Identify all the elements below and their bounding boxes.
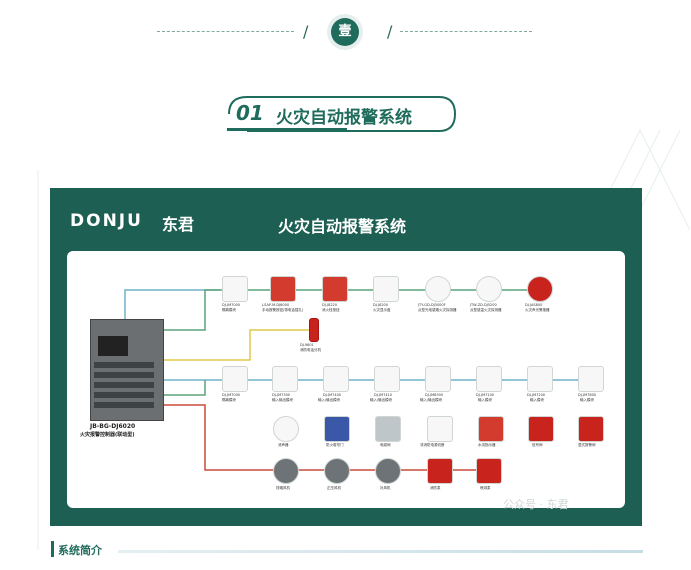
module-device [222,366,248,392]
row1-code: DJ-JAS800 [525,303,543,307]
water-flow-indicator-device [478,416,504,442]
row1-code: J-SAP-M-DJ6000 [262,303,290,307]
row3-label: 信号阀 [532,443,543,447]
row1-name: 火灾显示盘 [373,308,391,312]
row1-name: 点型感温火灾探测器 [470,308,502,312]
row1-code: DJ-J8200 [373,303,388,307]
brand-logo: DONJU [70,211,143,231]
isolation-module-device [222,276,248,302]
solenoid-valve-device [375,416,401,442]
row4-label: 喷淋泵 [480,486,491,490]
row3-label: 湿式报警阀 [578,443,596,447]
module-device [425,366,451,392]
row3-label: 非消防电源切断 [420,443,445,447]
smoke-detector-device [425,276,451,302]
row1-name: 消火栓按钮 [322,308,340,312]
sprinkler-pump-device [476,458,502,484]
row2-name: 隔离模块 [222,398,236,402]
left-decoration [37,170,39,550]
header-slash-right: / [387,22,393,41]
row2-name: 输入模块 [478,398,492,402]
row2-name: 输入输出模块 [272,398,293,402]
footer-accent [51,541,54,557]
row2-name: 输入/输出模块 [318,398,341,402]
makeup-fan-device [375,458,401,484]
row3-label: 防火卷帘门 [326,443,344,447]
row1-code: JTW-ZD-DJ5200 [470,303,497,307]
row2-code: DJ-JM7400 [323,393,342,397]
header-dash-left [157,31,294,32]
row4-label: 正压风机 [327,486,341,490]
fire-pump-device [427,458,453,484]
smoke-exhaust-fan-device [273,458,299,484]
row4-label: 排烟风机 [276,486,290,490]
module-device [374,366,400,392]
row2-code: DJ-JM8300 [425,393,444,397]
row1-name: 手动报警按钮(带电话插孔) [262,308,304,312]
row3-label: 电磁阀 [380,443,391,447]
row1-code: DJ-JM7000 [222,303,241,307]
row4-label: 补风机 [380,486,391,490]
module-device [272,366,298,392]
shutter-door-device [324,416,350,442]
row2-name: 输入模块 [580,398,594,402]
phone-name: 消防电话分机 [300,348,321,352]
footer-divider [118,550,643,553]
power-cutoff-device [427,416,453,442]
footer-title: 系统简介 [58,544,102,557]
module-device [578,366,604,392]
controller-name: 火灾报警控制器(联动型) [80,432,135,438]
sound-light-alarm-device [527,276,553,302]
controller-screen [98,336,128,356]
manual-alarm-button-device [270,276,296,302]
row2-code: DJ-JM7100 [476,393,495,397]
row1-name: 隔离模块 [222,308,236,312]
hydrant-button-device [322,276,348,302]
header-slash-left: / [303,22,309,41]
heat-detector-device [476,276,502,302]
header-badge: 壹 [331,18,359,46]
signal-valve-device [528,416,554,442]
phone-code: DJ-9801 [300,343,314,347]
row2-name: 输入模块 [530,398,544,402]
section-title: 火灾自动报警系统 [276,108,412,128]
fire-phone-device [309,318,319,342]
row3-label: 消声器 [278,443,289,447]
pressure-fan-device [324,458,350,484]
fire-display-panel-device [373,276,399,302]
brand-logo-cn: 东君 [162,215,195,234]
module-device [527,366,553,392]
header-dash-right [400,31,532,32]
row2-name: 输入/输出模块 [370,398,393,402]
module-device [323,366,349,392]
row3-label: 水流指示器 [478,443,496,447]
row2-code: DJ-JM7800 [578,393,597,397]
row2-code: DJ-JM7200 [527,393,546,397]
row2-code: DJ-JM7410 [374,393,393,397]
panel-title: 火灾自动报警系统 [278,217,407,236]
section-title-frame [227,96,457,132]
controller-model: JB-BG-DJ6020 [90,423,136,430]
module-device [476,366,502,392]
watermark: 公众号 · 东君 [503,498,569,511]
row2-name: 输入/输出模块 [420,398,443,402]
buzzer-device [273,416,299,442]
row1-code: JTY-GD-DJ3000F [418,303,446,307]
controller-keys [94,362,154,408]
row1-code: DJ-J8220 [322,303,337,307]
row4-label: 消防泵 [430,486,441,490]
row1-name: 点型光电感烟火灾探测器 [418,308,457,312]
alarm-valve-device [578,416,604,442]
section-number: 01 [236,101,264,125]
row2-code: DJ-JM7300 [272,393,291,397]
row2-code: DJ-JM7000 [222,393,241,397]
row1-name: 火灾声光警报器 [525,308,550,312]
